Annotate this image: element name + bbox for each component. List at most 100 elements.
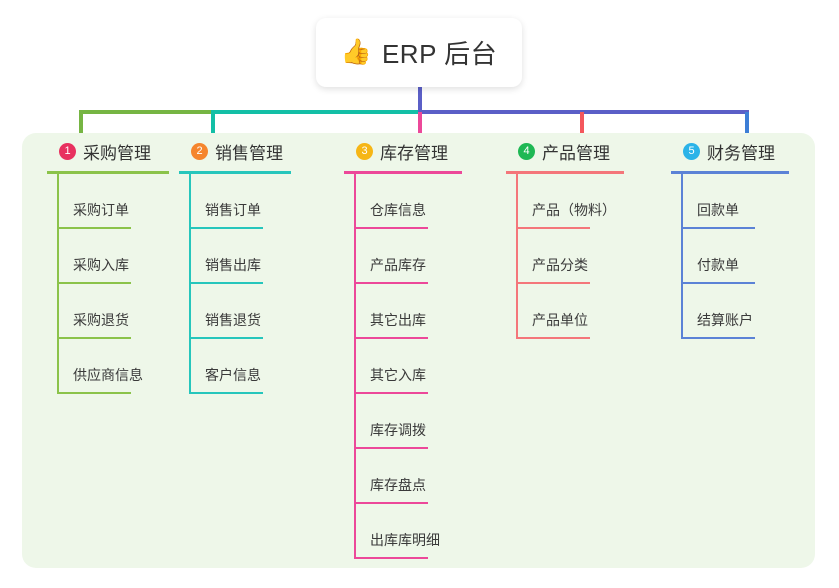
leaf-item[interactable]: 结算账户 (671, 284, 821, 339)
leaf-item-underline (354, 557, 428, 559)
leaf-item-label: 付款单 (697, 257, 739, 273)
leaf-item[interactable]: 采购退货 (47, 284, 179, 339)
leaf-item-underline (354, 502, 428, 504)
connector-drop-column-1 (79, 112, 83, 140)
branch-index-badge: 2 (191, 142, 208, 160)
leaf-item-underline (516, 337, 590, 339)
leaf-item-label: 库存调拨 (370, 422, 426, 438)
leaf-item-label: 产品库存 (370, 257, 426, 273)
leaf-item[interactable]: 产品分类 (506, 229, 666, 284)
branch-item-list: 采购订单采购入库采购退货供应商信息 (47, 174, 179, 394)
root-node-card[interactable]: 👍 ERP 后台 (316, 18, 522, 87)
root-node-title: ERP 后台 (381, 39, 498, 69)
leaf-item-underline (516, 227, 590, 229)
leaf-item[interactable]: 其它出库 (344, 284, 504, 339)
branch-spine (57, 174, 59, 394)
leaf-item[interactable]: 采购订单 (47, 174, 179, 229)
leaf-item-underline (354, 282, 428, 284)
leaf-item-underline (681, 227, 755, 229)
leaf-item-underline (57, 282, 131, 284)
leaf-item[interactable]: 供应商信息 (47, 339, 179, 394)
leaf-item-label: 库存盘点 (370, 477, 426, 493)
leaf-item-underline (189, 227, 263, 229)
leaf-item[interactable]: 产品单位 (506, 284, 666, 339)
branch-header-4[interactable]: 4 产品管理 (506, 133, 666, 169)
leaf-item[interactable]: 出库库明细 (344, 504, 504, 559)
leaf-item-underline (354, 227, 428, 229)
leaf-item-label: 采购订单 (73, 202, 129, 218)
connector-drop-column-4 (580, 112, 584, 140)
branch-index-badge: 5 (683, 142, 700, 160)
leaf-item-label: 回款单 (697, 202, 739, 218)
leaf-item-underline (189, 282, 263, 284)
leaf-item-label: 其它入库 (370, 367, 426, 383)
bus-segment-teal (211, 110, 420, 114)
leaf-item[interactable]: 付款单 (671, 229, 821, 284)
leaf-item-label: 客户信息 (205, 367, 261, 383)
leaf-item-label: 产品分类 (532, 257, 588, 273)
leaf-item-label: 采购入库 (73, 257, 129, 273)
branch-item-list: 回款单付款单结算账户 (671, 174, 821, 339)
leaf-item-label: 出库库明细 (370, 532, 440, 548)
branch-title: 销售管理 (215, 143, 283, 163)
leaf-item[interactable]: 回款单 (671, 174, 821, 229)
branch-underline (506, 171, 624, 174)
bus-segment-green (79, 110, 213, 114)
leaf-item[interactable]: 销售出库 (179, 229, 339, 284)
leaf-item-label: 产品（物料） (532, 202, 616, 218)
branch-header-1[interactable]: 1 采购管理 (47, 133, 179, 169)
leaf-item[interactable]: 采购入库 (47, 229, 179, 284)
branch-index-badge: 1 (59, 142, 76, 160)
mindmap-panel: 1 采购管理采购订单采购入库采购退货供应商信息 2 销售管理销售订单销售出库销售退货客… (22, 133, 815, 568)
leaf-item-label: 销售订单 (205, 202, 261, 218)
leaf-item[interactable]: 其它入库 (344, 339, 504, 394)
leaf-item-underline (681, 337, 755, 339)
leaf-item-underline (354, 337, 428, 339)
branch-title: 财务管理 (707, 143, 775, 163)
leaf-item-underline (189, 392, 263, 394)
branch-item-list: 仓库信息产品库存其它出库其它入库库存调拨库存盘点出库库明细 (344, 174, 504, 559)
connector-drop-column-3 (418, 112, 422, 140)
branch-spine (189, 174, 191, 394)
branch-header-2[interactable]: 2 销售管理 (179, 133, 339, 169)
branch-index-badge: 3 (356, 142, 373, 160)
leaf-item[interactable]: 产品（物料） (506, 174, 666, 229)
branch-column-1: 1 采购管理采购订单采购入库采购退货供应商信息 (47, 133, 179, 394)
branch-underline (344, 171, 462, 174)
connector-drop-column-2 (211, 112, 215, 140)
branch-column-2: 2 销售管理销售订单销售出库销售退货客户信息 (179, 133, 339, 394)
leaf-item[interactable]: 库存盘点 (344, 449, 504, 504)
leaf-item[interactable]: 客户信息 (179, 339, 339, 394)
branch-column-4: 4 产品管理产品（物料） 产品分类产品单位 (506, 133, 666, 339)
leaf-item[interactable]: 仓库信息 (344, 174, 504, 229)
connector-drop-column-5 (745, 112, 749, 140)
branch-item-list: 产品（物料） 产品分类产品单位 (506, 174, 666, 339)
leaf-item-label: 产品单位 (532, 312, 588, 328)
leaf-item-underline (681, 282, 755, 284)
branch-underline (179, 171, 291, 174)
branch-header-5[interactable]: 5 财务管理 (671, 133, 821, 169)
branch-header-3[interactable]: 3 库存管理 (344, 133, 504, 169)
thumbs-up-icon: 👍 (340, 38, 372, 66)
leaf-item[interactable]: 产品库存 (344, 229, 504, 284)
leaf-item[interactable]: 销售退货 (179, 284, 339, 339)
leaf-item-label: 销售出库 (205, 257, 261, 273)
branch-underline (47, 171, 169, 174)
leaf-item-underline (354, 447, 428, 449)
branch-column-3: 3 库存管理仓库信息产品库存其它出库其它入库库存调拨库存盘点出库库明细 (344, 133, 504, 559)
leaf-item-label: 仓库信息 (370, 202, 426, 218)
branch-underline (671, 171, 789, 174)
branch-title: 产品管理 (542, 143, 610, 163)
branch-index-badge: 4 (518, 142, 535, 160)
leaf-item-underline (354, 392, 428, 394)
leaf-item-label: 销售退货 (205, 312, 261, 328)
leaf-item-label: 采购退货 (73, 312, 129, 328)
branch-title: 采购管理 (83, 143, 151, 163)
leaf-item[interactable]: 销售订单 (179, 174, 339, 229)
leaf-item-label: 结算账户 (697, 312, 753, 328)
branch-spine (681, 174, 683, 339)
branch-item-list: 销售订单销售出库销售退货客户信息 (179, 174, 339, 394)
leaf-item-label: 其它出库 (370, 312, 426, 328)
leaf-item[interactable]: 库存调拨 (344, 394, 504, 449)
branch-title: 库存管理 (380, 143, 448, 163)
